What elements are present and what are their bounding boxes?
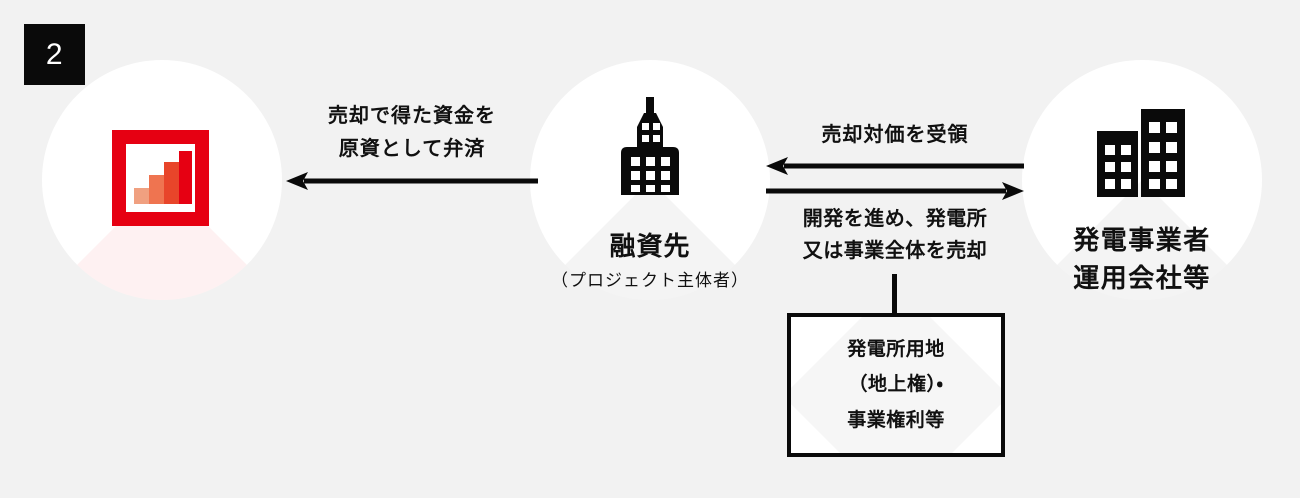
- chart-frame-icon: [112, 130, 209, 226]
- step-number: 2: [45, 37, 64, 71]
- repay-caption-line2: 原資として弁済: [338, 138, 486, 160]
- operator-label-line2: 運用会社等: [1073, 262, 1211, 293]
- arrow-proceeds-left: [766, 157, 1024, 175]
- asset-box-text: 発電所用地 （地上権）・ 事業権利等: [791, 317, 1001, 453]
- proceeds-caption: 売却対価を受領: [766, 118, 1024, 147]
- repay-caption: 売却で得た資金を 原資として弁済: [282, 100, 542, 166]
- arrow-transfer-right: [766, 182, 1024, 200]
- borrower-label: 融資先: [609, 231, 691, 261]
- arrow-repay-left: [286, 172, 538, 190]
- asset-box-connector: [892, 274, 897, 314]
- asset-box-line1: 発電所用地: [847, 339, 945, 361]
- proceeds-caption-line1: 売却対価を受領: [821, 124, 969, 146]
- asset-box: 発電所用地 （地上権）・ 事業権利等: [787, 313, 1005, 457]
- office-tower-icon: [612, 97, 690, 195]
- step-badge: 2: [24, 24, 85, 85]
- transfer-caption: 開発を進め、発電所 又は事業全体を売却: [766, 203, 1024, 267]
- repay-caption-line1: 売却で得た資金を: [328, 105, 496, 127]
- two-buildings-icon: [1097, 109, 1189, 197]
- asset-box-line2: （地上権）・: [848, 374, 944, 396]
- borrower-sublabel: （プロジェクト主体者）: [551, 271, 749, 290]
- operator-label-line1: 発電事業者: [1073, 225, 1211, 255]
- operator-label: 発電事業者 運用会社等: [1022, 222, 1262, 297]
- asset-box-line3: 事業権利等: [847, 409, 945, 431]
- transfer-caption-line2: 又は事業全体を売却: [802, 240, 988, 262]
- transfer-caption-line1: 開発を進め、発電所: [802, 208, 988, 230]
